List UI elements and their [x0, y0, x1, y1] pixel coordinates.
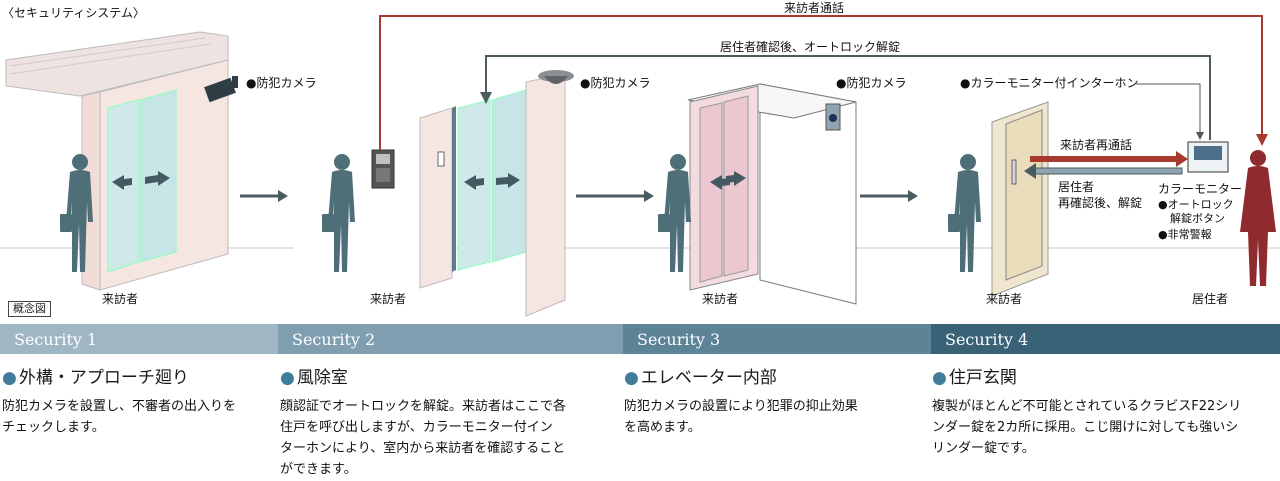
- flow-visitor-call-label: 来訪者通話: [784, 1, 845, 15]
- section-3-heading: ●エレベーター内部: [624, 368, 777, 388]
- scene-2-vestibule: [294, 70, 574, 317]
- reconfirm-label-line1: 居住者: [1058, 180, 1095, 194]
- section-2-desc-line-2: 住戸を呼び出しますが、カラーモニター付イン: [280, 420, 553, 435]
- band-label-4: Security 4: [945, 330, 1029, 349]
- flow-arrow-1: [240, 190, 288, 202]
- visitor-label-1: 来訪者: [102, 292, 139, 306]
- recall-label: 来訪者再通話: [1060, 138, 1133, 152]
- security-diagram: [0, 15, 1280, 317]
- section-4-heading: ●住戸玄関: [932, 368, 1017, 388]
- bullet-icon: ●: [624, 368, 639, 388]
- camera-label-1: ●防犯カメラ: [246, 76, 317, 90]
- section-3-heading-text: エレベーター内部: [640, 368, 777, 388]
- section-4-heading-text: 住戸玄関: [948, 368, 1017, 388]
- section-4-desc-line-1: 複製がほとんど不可能とされているクラビスF22シリ: [932, 399, 1242, 414]
- scene-1-entrance: [5, 31, 238, 291]
- band-security-2: Security 2: [278, 324, 623, 354]
- section-3-desc-line-2: を高めます。: [624, 420, 701, 435]
- band-label-3: Security 3: [637, 330, 721, 349]
- monitor-item-1-line2: 解錠ボタン: [1170, 212, 1225, 225]
- section-1-heading-text: 外構・アプローチ廻り: [18, 368, 189, 388]
- section-1-desc-line-1: 防犯カメラを設置し、不審者の出入りを: [2, 399, 237, 414]
- section-2-heading-text: 風除室: [296, 368, 348, 388]
- monitor-item-2: ●非常警報: [1158, 228, 1212, 241]
- scene-3-elevator: [687, 83, 857, 305]
- section-2-desc-line-1: 顔認証でオートロックを解錠。来訪者はここで各: [280, 399, 567, 414]
- section-1-desc-line-2: チェックします。: [2, 420, 105, 435]
- section-4-description: 複製がほとんど不可能とされているクラビスF22シリ ンダー錠を2カ所に採用。こじ…: [932, 396, 1278, 459]
- visitor-label-4: 来訪者: [986, 292, 1023, 306]
- section-2-desc-line-4: ができます。: [280, 462, 357, 477]
- visitor-figure-4: [948, 154, 981, 272]
- reconfirm-label-line2: 再確認後、解錠: [1058, 196, 1143, 210]
- section-3-description: 防犯カメラの設置により犯罪の抑止効果 を高めます。: [624, 396, 924, 438]
- visitor-figure-3: [658, 154, 691, 272]
- section-4-desc-line-2: ンダー錠を2カ所に採用。こじ開けに対しても強いシ: [932, 420, 1239, 435]
- monitor-icon: [1187, 141, 1229, 173]
- camera-icon: [204, 76, 238, 103]
- band-security-3: Security 3: [623, 324, 931, 354]
- visitor-label-3: 来訪者: [702, 292, 739, 306]
- monitor-title: カラーモニター: [1158, 182, 1243, 196]
- section-1-description: 防犯カメラを設置し、不審者の出入りを チェックします。: [2, 396, 274, 438]
- dome-camera-icon: [538, 70, 574, 84]
- flow-visitor-call: [379, 15, 1268, 150]
- band-security-4: Security 4: [931, 324, 1280, 354]
- flow-unlock-label: 居住者確認後、オートロック解錠: [720, 40, 901, 54]
- band-security-1: Security 1: [0, 324, 278, 354]
- section-1-heading: ●外構・アプローチ廻り: [2, 368, 189, 388]
- diagram-title: 〈セキュリティシステム〉: [2, 6, 145, 20]
- section-3-desc-line-1: 防犯カメラの設置により犯罪の抑止効果: [624, 399, 858, 414]
- camera-label-2: ●防犯カメラ: [580, 76, 651, 90]
- monitor-item-1-line1: ●オートロック: [1158, 198, 1234, 211]
- concept-label: 概念図: [8, 301, 51, 317]
- section-2-desc-line-3: ターホンにより、室内から来訪者を確認すること: [280, 441, 566, 456]
- band-label-2: Security 2: [292, 330, 376, 349]
- resident-figure: [1240, 150, 1276, 286]
- visitor-label-2: 来訪者: [370, 292, 407, 306]
- bullet-icon: ●: [280, 368, 295, 388]
- intercom-label: ●カラーモニター付インターホン: [960, 76, 1139, 90]
- section-4-desc-line-3: リンダー錠です。: [932, 441, 1035, 456]
- flow-arrow-2: [576, 190, 654, 202]
- camera-label-3: ●防犯カメラ: [836, 76, 907, 90]
- bullet-icon: ●: [932, 368, 947, 388]
- scene-4-unit-door: [991, 101, 1229, 297]
- flow-unlock: [480, 55, 1211, 140]
- resident-label: 居住者: [1192, 292, 1229, 306]
- section-2-description: 顔認証でオートロックを解錠。来訪者はここで各 住戸を呼び出しますが、カラーモニタ…: [280, 396, 620, 480]
- section-2-heading: ●風除室: [280, 368, 348, 388]
- flow-recall: [1024, 151, 1188, 179]
- bullet-icon: ●: [2, 368, 17, 388]
- flow-arrow-3: [860, 190, 918, 202]
- band-label-1: Security 1: [14, 330, 98, 349]
